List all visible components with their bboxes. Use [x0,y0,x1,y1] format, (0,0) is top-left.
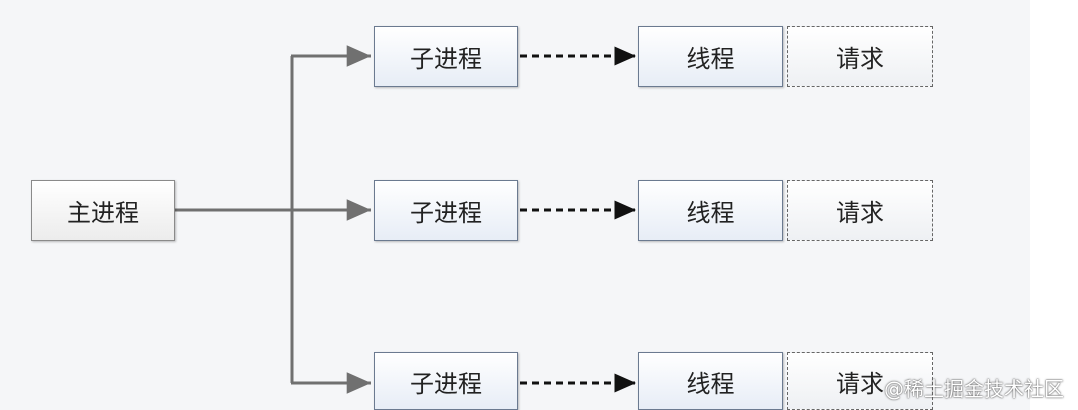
child-process-label: 子进程 [410,45,482,73]
request-label: 请求 [836,199,884,227]
thread-node-1: 线程 [638,26,783,87]
main-process-label: 主进程 [67,199,139,227]
child-process-node-1: 子进程 [374,26,518,87]
watermark: @稀土掘金技术社区 [884,377,1064,401]
request-label: 请求 [836,45,884,73]
main-process-node: 主进程 [31,180,175,241]
thread-label: 线程 [686,369,735,398]
request-node-1: 请求 [787,26,933,87]
child-process-label: 子进程 [410,369,482,398]
thread-node-2: 线程 [638,180,783,241]
thread-label: 线程 [686,199,735,227]
request-label: 请求 [836,369,884,398]
thread-node-3: 线程 [638,352,783,410]
request-node-2: 请求 [787,180,933,241]
child-process-node-3: 子进程 [374,352,518,410]
child-process-label: 子进程 [410,199,482,227]
child-process-node-2: 子进程 [374,180,518,241]
thread-label: 线程 [686,45,735,73]
